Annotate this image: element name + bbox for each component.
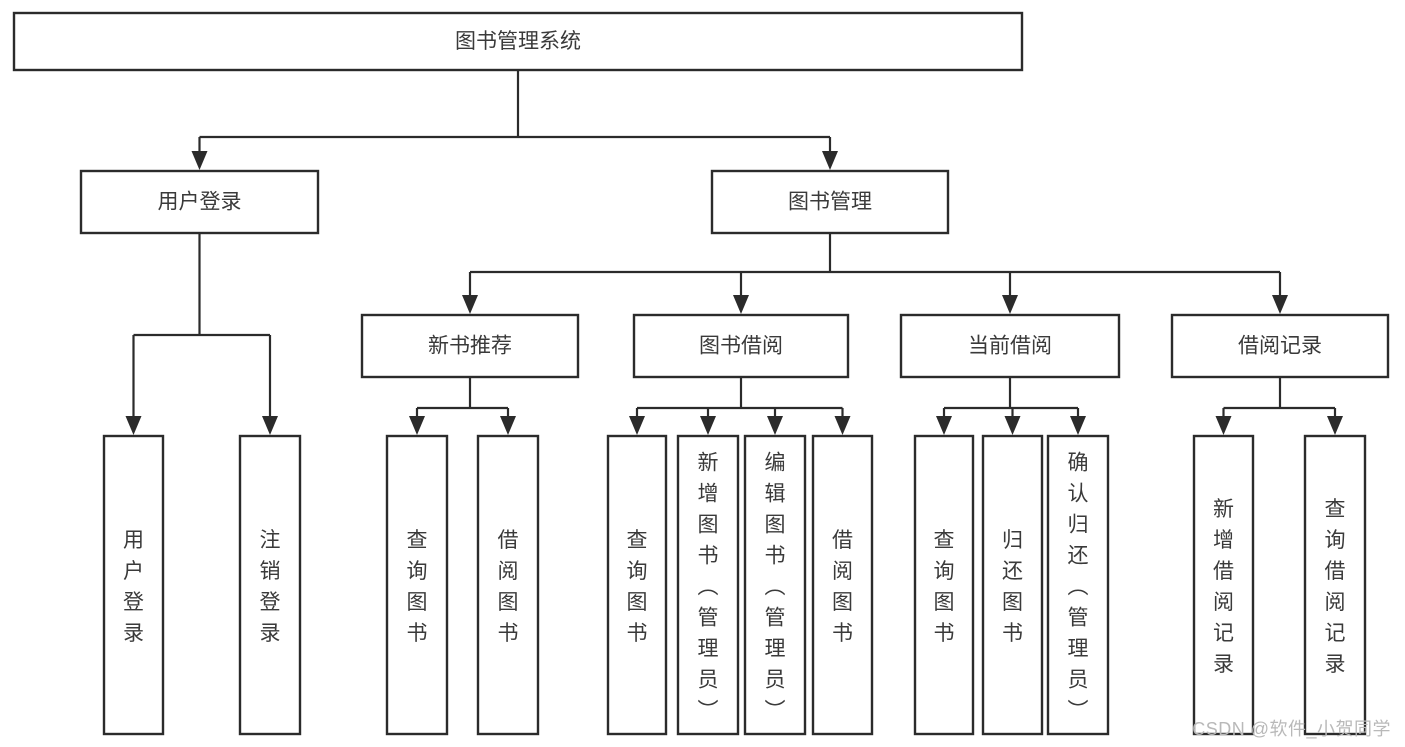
node-label: 编辑图书︵管理员︶: [765, 452, 786, 723]
node-current-borrow[interactable]: 当前借阅: [899, 313, 1121, 379]
node-leaf-query-book[interactable]: 查询图书: [606, 434, 668, 736]
node-box[interactable]: [1046, 434, 1110, 736]
node-label: 图书管理系统: [455, 30, 581, 53]
node-label: 查询图书: [934, 529, 955, 645]
node-label: 用户登录: [158, 191, 242, 214]
node-label: 查询图书: [407, 529, 428, 645]
node-label: 借阅图书: [832, 529, 853, 645]
node-box[interactable]: [899, 313, 1121, 379]
node-leaf-confirm-return[interactable]: 确认归还︵管理员︶: [1046, 434, 1110, 736]
arrow-head-icon: [629, 416, 645, 435]
node-box[interactable]: [811, 434, 874, 736]
node-box[interactable]: [102, 434, 165, 736]
arrow-head-icon: [1070, 416, 1086, 435]
arrow-head-icon: [1002, 295, 1018, 314]
node-box[interactable]: [606, 434, 668, 736]
node-box[interactable]: [385, 434, 449, 736]
node-label: 图书管理: [788, 191, 872, 214]
nodes-layer: 图书管理系统用户登录图书管理新书推荐图书借阅当前借阅借阅记录用户登录注销登录查询…: [12, 11, 1390, 736]
node-box[interactable]: [676, 434, 740, 736]
node-root[interactable]: 图书管理系统: [12, 11, 1024, 72]
node-user-login[interactable]: 用户登录: [79, 169, 320, 235]
node-box[interactable]: [476, 434, 540, 736]
node-label: 查询借阅记录: [1325, 498, 1346, 676]
arrow-head-icon: [125, 416, 142, 435]
node-leaf-edit-book[interactable]: 编辑图书︵管理员︶: [743, 434, 807, 736]
node-box[interactable]: [913, 434, 975, 736]
node-leaf-user-login[interactable]: 用户登录: [102, 434, 165, 736]
node-box[interactable]: [1192, 434, 1255, 736]
node-leaf-logout[interactable]: 注销登录: [238, 434, 302, 736]
node-box[interactable]: [360, 313, 580, 379]
node-box[interactable]: [1303, 434, 1367, 736]
node-label: 新书推荐: [428, 335, 512, 358]
node-box[interactable]: [1170, 313, 1390, 379]
arrow-head-icon: [822, 151, 838, 170]
node-label: 借阅记录: [1238, 335, 1322, 358]
node-leaf-return-book[interactable]: 归还图书: [981, 434, 1044, 736]
node-leaf-borrow-book[interactable]: 借阅图书: [811, 434, 874, 736]
arrow-head-icon: [191, 151, 208, 170]
arrow-head-icon: [700, 416, 716, 435]
arrow-head-icon: [834, 416, 851, 435]
arrow-head-icon: [936, 416, 952, 435]
arrow-head-icon: [1215, 416, 1232, 435]
watermark-text: CSDN @软件_小贺同学: [1192, 719, 1391, 739]
arrow-head-icon: [1272, 295, 1288, 314]
node-label: 当前借阅: [968, 335, 1052, 358]
node-label: 注销登录: [260, 529, 281, 645]
node-borrow-record[interactable]: 借阅记录: [1170, 313, 1390, 379]
connectors-layer: [125, 70, 1343, 435]
arrow-head-icon: [1004, 416, 1021, 435]
node-label: 图书借阅: [699, 335, 783, 358]
node-leaf-query-book-cur[interactable]: 查询图书: [913, 434, 975, 736]
node-box[interactable]: [981, 434, 1044, 736]
arrow-head-icon: [1327, 416, 1343, 435]
node-label: 新增图书︵管理员︶: [698, 452, 719, 723]
node-book-manage[interactable]: 图书管理: [710, 169, 950, 235]
node-label: 用户登录: [123, 529, 144, 645]
arrow-head-icon: [462, 295, 478, 314]
arrow-head-icon: [767, 416, 783, 435]
node-leaf-query-record[interactable]: 查询借阅记录: [1303, 434, 1367, 736]
arrow-head-icon: [733, 295, 749, 314]
node-box[interactable]: [632, 313, 850, 379]
node-box[interactable]: [710, 169, 950, 235]
node-leaf-add-record[interactable]: 新增借阅记录: [1192, 434, 1255, 736]
node-leaf-query-book-rec[interactable]: 查询图书: [385, 434, 449, 736]
node-box[interactable]: [238, 434, 302, 736]
node-box[interactable]: [12, 11, 1024, 72]
node-label: 新增借阅记录: [1213, 498, 1234, 676]
arrow-head-icon: [409, 416, 425, 435]
node-label: 归还图书: [1002, 529, 1023, 645]
node-label: 借阅图书: [498, 529, 519, 645]
node-leaf-add-book[interactable]: 新增图书︵管理员︶: [676, 434, 740, 736]
arrow-head-icon: [262, 416, 278, 435]
node-box[interactable]: [79, 169, 320, 235]
node-book-borrow[interactable]: 图书借阅: [632, 313, 850, 379]
node-label: 查询图书: [627, 529, 648, 645]
node-label: 确认归还︵管理员︶: [1068, 452, 1089, 723]
node-leaf-borrow-book-rec[interactable]: 借阅图书: [476, 434, 540, 736]
node-new-book-rec[interactable]: 新书推荐: [360, 313, 580, 379]
arrow-head-icon: [500, 416, 516, 435]
node-box[interactable]: [743, 434, 807, 736]
